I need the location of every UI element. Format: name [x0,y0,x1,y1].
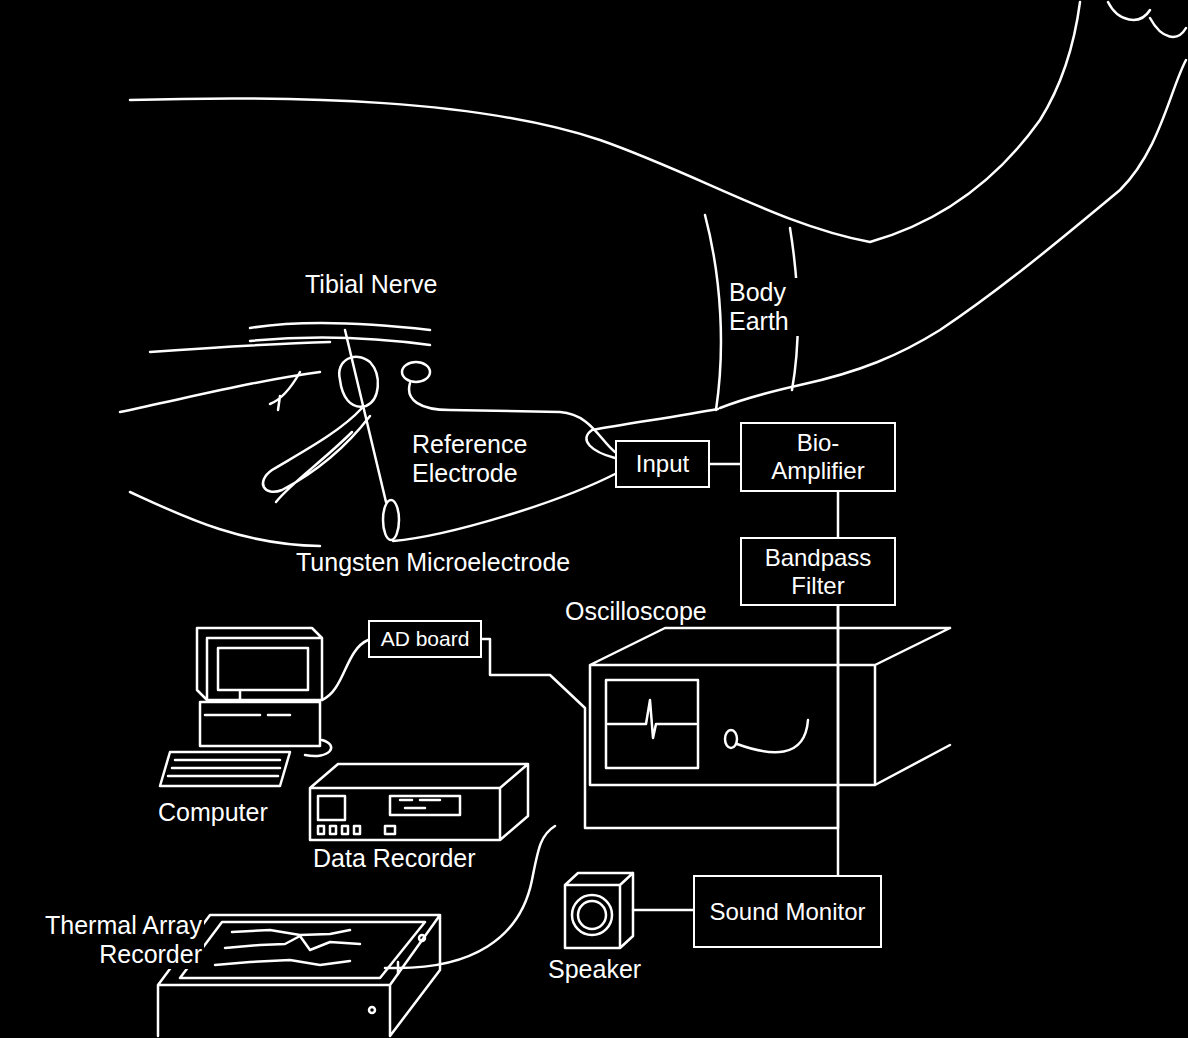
signal-wire [482,606,838,828]
reference-electrode-pad [402,362,430,382]
box-label: AD board [381,625,470,653]
process-box: AD board [368,620,482,658]
part-label: Tungsten Microelectrode [294,548,572,577]
electrode-handle [383,500,399,540]
box-label: Sound Monitor [709,898,865,926]
trace [608,700,696,738]
process-box: Input [615,440,710,488]
part-label: Body Earth [727,278,807,336]
speaker-cone [578,901,606,929]
signal-wire [710,463,740,466]
hand [263,357,378,502]
box-label: Input [636,450,689,478]
part-label: Computer [156,798,270,827]
computer [160,628,322,786]
oscilloscope-screen [606,680,698,768]
part-label: Speaker [546,955,643,984]
box-label: Bandpass Filter [748,544,888,600]
process-box: Bio- Amplifier [740,422,896,492]
part-label: Thermal Array Recorder [10,911,204,969]
part-label: Oscilloscope [563,597,709,626]
process-box: Bandpass Filter [740,537,896,606]
toes [720,2,1186,408]
speaker-cone [572,895,612,935]
probe-jack [725,730,737,748]
recorder-knob [369,1007,375,1013]
probe-cable [737,720,808,752]
part-label: Reference Electrode [410,430,564,488]
speaker-wire [633,909,693,912]
part-label: Data Recorder [311,844,478,873]
signal-wire [837,492,840,537]
process-box: Sound Monitor [693,875,882,948]
oscilloscope [590,628,950,785]
recorder-knob [419,935,425,941]
tibial-nerve [250,323,430,345]
part-label: Tibial Nerve [303,270,439,299]
leg-outline [130,2,1080,242]
speaker [565,873,633,948]
box-label: Bio- Amplifier [748,429,888,485]
signal-wire [837,606,840,875]
microelectrode [345,330,386,502]
computer-cable [305,640,368,756]
data-recorder [310,764,528,840]
